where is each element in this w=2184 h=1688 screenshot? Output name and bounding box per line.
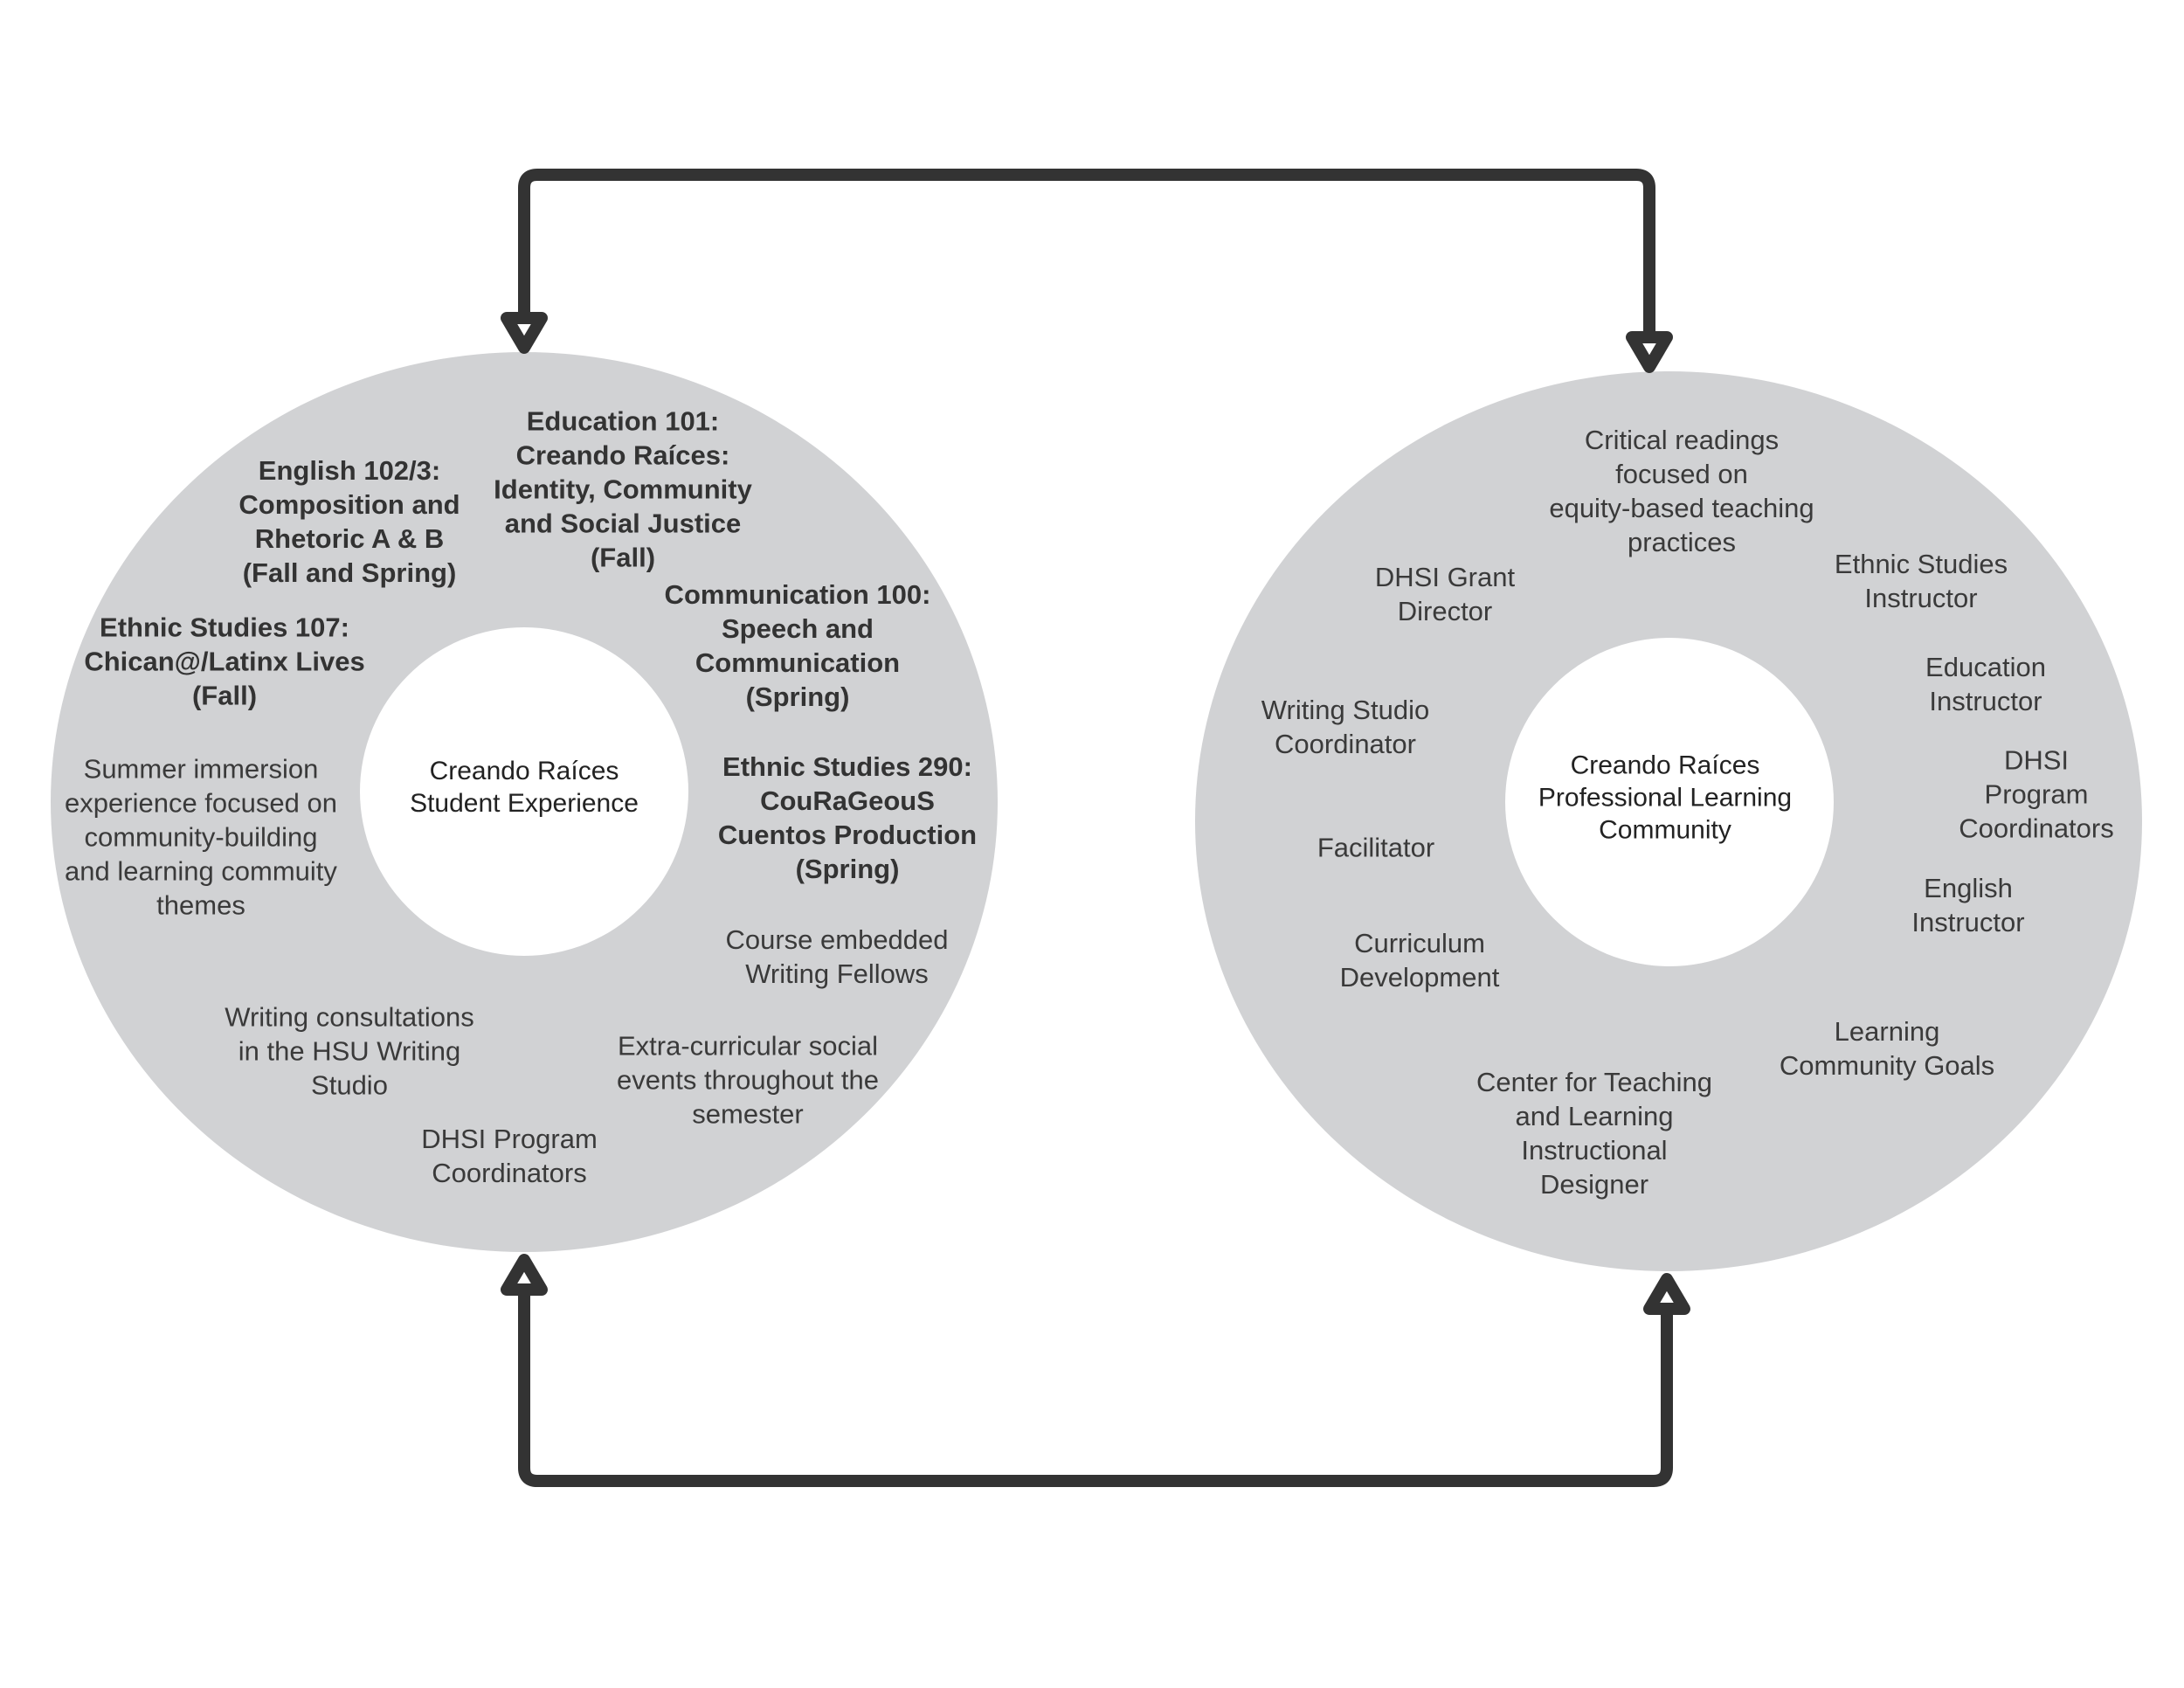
arrowhead-up-left (501, 1254, 548, 1296)
arrowhead-down-left (501, 312, 548, 354)
arrowhead-down-right (1626, 331, 1673, 373)
plc-item-writing-studio-coordinator: Writing Studio Coordinator (1261, 695, 1430, 759)
student-item-ethnic-studies-290: Ethnic Studies 290: CouRaGeouS Cuentos P… (717, 751, 978, 884)
student-item-writing-consultations: Writing consultations in the HSU Writing… (225, 1001, 474, 1101)
student-item-english-102: English 102/3: Composition and Rhetoric … (238, 455, 460, 588)
plc-item-grant-director: DHSI Grant Director (1374, 562, 1516, 626)
student-item-dhsi-coordinators: DHSI Program Coordinators (421, 1124, 598, 1188)
bottom-connector-line (518, 1284, 1673, 1487)
student-item-communication-100: Communication 100: Speech and Communicat… (664, 579, 931, 712)
plc-center (1505, 638, 1834, 966)
plc-item-facilitator: Facilitator (1317, 832, 1435, 863)
plc-item-ethnic-studies-instructor: Ethnic Studies Instructor (1834, 549, 2008, 613)
plc-item-learning-community-goals: Learning Community Goals (1779, 1016, 1995, 1081)
student-item-education-101: Education 101: Creando Raíces: Identity,… (494, 405, 752, 573)
student-experience-center-label: Creando Raíces Student Experience (410, 757, 639, 818)
student-experience-center (360, 627, 688, 956)
student-item-extra-curricular: Extra-curricular social events throughou… (617, 1030, 879, 1130)
plc-item-english-instructor: English Instructor (1911, 873, 2025, 937)
plc-center-label: Creando Raíces Professional Learning Com… (1538, 751, 1793, 845)
plc-item-education-instructor: Education Instructor (1925, 652, 2046, 716)
plc-item-curriculum-development: Curriculum Development (1339, 928, 1500, 993)
arrowhead-up-right (1643, 1273, 1690, 1315)
student-item-ethnic-studies-107: Ethnic Studies 107: Chican@/Latinx Lives… (84, 612, 365, 711)
student-item-summer-immersion: Summer immersion experience focused on c… (65, 753, 337, 921)
student-item-writing-fellows: Course embedded Writing Fellows (725, 924, 949, 989)
top-connector-line (518, 169, 1655, 345)
plc-item-dhsi-coordinators: DHSI Program Coordinators (1959, 744, 2114, 844)
plc-item-ctl-designer: Center for Teaching and Learning Instruc… (1476, 1067, 1712, 1200)
plc-item-critical-readings: Critical readings focused on equity-base… (1549, 425, 1814, 557)
